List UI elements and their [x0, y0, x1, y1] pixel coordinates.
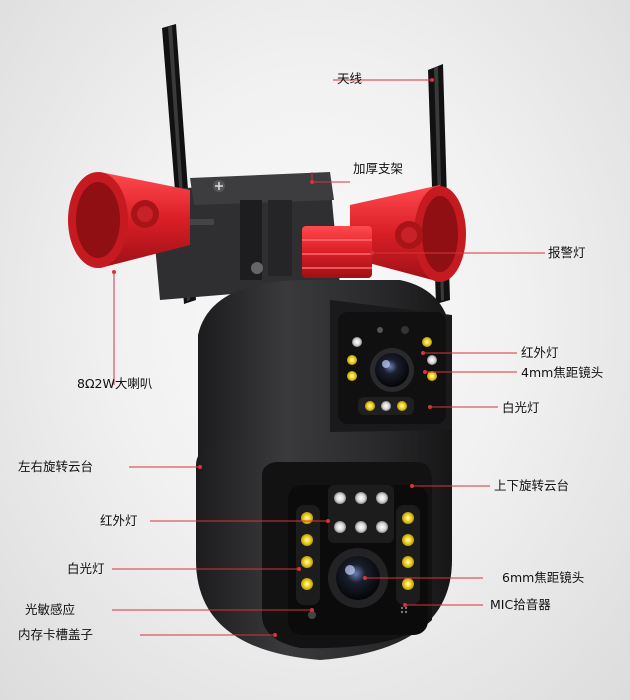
- upper-white-leds: [358, 397, 414, 415]
- leader-dots: [112, 78, 434, 637]
- leader-lines: [112, 79, 545, 636]
- label-white-light-top: 白光灯: [502, 400, 540, 415]
- label-ir-light-top: 红外灯: [521, 345, 559, 360]
- label-tilt-gimbal: 上下旋转云台: [494, 478, 570, 493]
- bracket: [150, 172, 340, 300]
- label-white-light-bottom: 白光灯: [67, 561, 105, 576]
- label-pan-gimbal: 左右旋转云台: [18, 459, 94, 474]
- lower-lens-6mm: [328, 548, 388, 608]
- speaker-right: [350, 185, 466, 282]
- label-mic: MIC拾音器: [490, 597, 551, 612]
- label-sd-cover: 内存卡槽盖子: [18, 627, 94, 642]
- lower-white-leds: [328, 485, 394, 543]
- label-speaker: 8Ω2W大喇叭: [77, 376, 153, 391]
- label-antenna: 天线: [337, 71, 363, 86]
- lower-ir-leds: [296, 505, 420, 605]
- alarm-light: [302, 226, 372, 278]
- speaker-left: [68, 172, 214, 268]
- label-alarm-light: 报警灯: [548, 245, 586, 260]
- label-ir-light-bottom: 红外灯: [100, 513, 138, 528]
- upper-ir-leds: [347, 326, 437, 381]
- upper-lens-4mm: [370, 348, 414, 392]
- light-sensor-and-mic: [308, 606, 408, 619]
- label-bracket: 加厚支架: [353, 161, 404, 176]
- label-lens-4mm: 4mm焦距镜头: [521, 365, 604, 380]
- label-lens-6mm: 6mm焦距镜头: [502, 570, 585, 585]
- label-light-sensor: 光敏感应: [25, 602, 76, 617]
